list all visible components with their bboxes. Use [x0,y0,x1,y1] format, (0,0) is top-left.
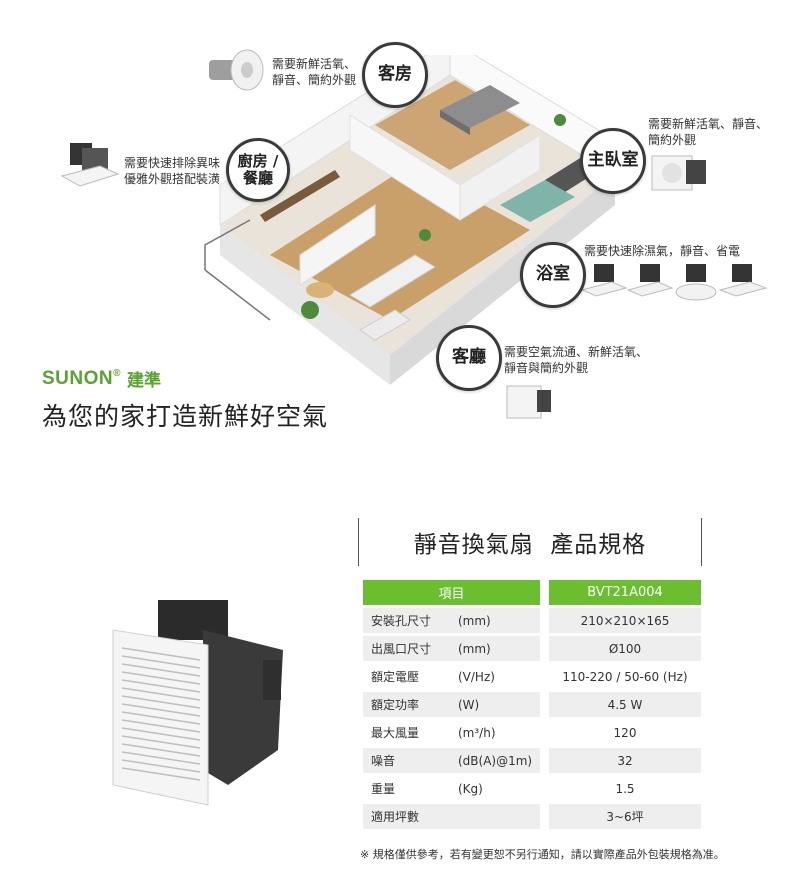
ventilation-fan-product-photo [112,600,283,806]
table-row: 額定電壓 (V/Hz) 110-220 / 50-60 (Hz) [363,664,701,689]
row-name: 重量 [371,782,396,796]
bathroom-note: 需要快速除濕氣，靜音、省電 [584,243,740,259]
row-value: 3~6坪 [549,804,701,829]
row-value: 120 [613,725,637,740]
master-note-line1: 需要新鮮活氧、靜音、 [648,117,769,131]
room-label-bathroom: 浴室 [520,242,586,308]
guest-room-note-line2: 靜音、簡約外觀 [272,73,357,88]
header-item: 項目 [363,580,540,605]
row-value: 1.5 [615,781,635,796]
row-name: 額定電壓 [371,670,420,684]
master-note-line2: 簡約外觀 [648,133,697,148]
table-row: 最大風量 (m³/h) 120 [363,720,701,745]
room-label-master-bedroom: 主臥室 [580,128,646,194]
wall-vent-fan-icon [209,49,264,91]
kitchen-note: 需要快速排除異味 優雅外觀搭配裝潢 [124,155,220,187]
spec-table: 項目 BVT21A004 安裝孔尺寸 (mm) 210×210×165 出風口尺寸… [363,580,701,832]
living-room-vent-fan-icon [506,385,551,419]
row-value: Ø100 [549,636,701,661]
kitchen-note-line2: 優雅外觀搭配裝潢 [124,172,221,187]
row-unit: (W) [458,697,480,712]
master-bedroom-note: 需要新鮮活氧、靜音、 簡約外觀 [648,116,768,148]
registered-mark: ® [113,367,121,379]
guest-room-note-line1: 需要新鮮活氧、 [272,57,357,71]
row-name: 安裝孔尺寸 [371,614,432,628]
table-row: 重量 (Kg) 1.5 [363,776,701,801]
row-unit: (V/Hz) [458,669,495,684]
living-note-line2: 靜音與簡約外觀 [504,361,589,376]
kitchen-dining-text: 廚房 / 餐廳 [237,151,279,187]
table-row: 噪音 (dB(A)@1m) 32 [363,748,701,773]
row-value: 4.5 W [549,692,701,717]
sunon-logo: SUNON® [42,368,121,390]
brand-lockup: SUNON® 建準 [42,366,161,392]
row-unit: (mm) [458,613,491,628]
room-label-guest-room: 客房 [362,42,428,108]
brand-chinese-name: 建準 [127,371,161,391]
row-value: 32 [549,748,701,773]
table-row: 適用坪數 3~6坪 [363,804,701,829]
row-value: 110-220 / 50-60 (Hz) [562,669,688,684]
guest-room-note: 需要新鮮活氧、 靜音、簡約外觀 [272,56,356,88]
wall-mounted-fan-icon [651,155,706,191]
table-row: 額定功率 (W) 4.5 W [363,692,701,717]
spec-table-header: 項目 BVT21A004 [363,580,701,605]
row-name: 最大風量 [371,726,420,740]
living-room-note: 需要空氣流通、新鮮活氧、 靜音與簡約外觀 [504,344,648,376]
table-row: 安裝孔尺寸 (mm) 210×210×165 [363,608,701,633]
row-name: 噪音 [371,754,396,768]
ceiling-exhaust-fan-icon [60,143,120,187]
apartment-floorplan-illustration [204,55,616,385]
header-model: BVT21A004 [549,580,701,605]
sunon-logo-text: SUNON [42,367,114,389]
row-value: 210×210×165 [549,608,701,633]
kitchen-note-line1: 需要快速排除異味 [124,156,221,170]
slogan: 為您的家打造新鮮好空氣 [42,402,329,431]
bathroom-fans-icon-group [582,264,768,301]
row-name: 適用坪數 [371,810,420,824]
row-unit: (Kg) [458,781,483,796]
table-row: 出風口尺寸 (mm) Ø100 [363,636,701,661]
row-unit: (mm) [458,641,491,656]
living-note-line1: 需要空氣流通、新鮮活氧、 [504,345,649,359]
spec-footnote: ※ 規格僅供參考，若有變更恕不另行通知，請以實際產品外包裝規格為准。 [360,848,725,861]
row-name: 出風口尺寸 [371,642,432,656]
row-unit: (m³/h) [458,725,496,740]
room-label-kitchen-dining: 廚房 / 餐廳 [226,138,290,202]
hero-illustration: 客房 廚房 / 餐廳 主臥室 浴室 客廳 需要新鮮活氧、 靜音、簡約外觀 需要快… [42,42,768,431]
bathroom-note-line1: 需要快速除濕氣，靜音、省電 [584,244,741,258]
row-name: 額定功率 [371,698,420,712]
row-unit: (dB(A)@1m) [458,753,533,768]
spec-title-box: 靜音換氣扇 產品規格 [358,518,702,566]
spec-title: 靜音換氣扇 產品規格 [413,532,647,558]
room-label-living-room: 客廳 [436,325,502,391]
